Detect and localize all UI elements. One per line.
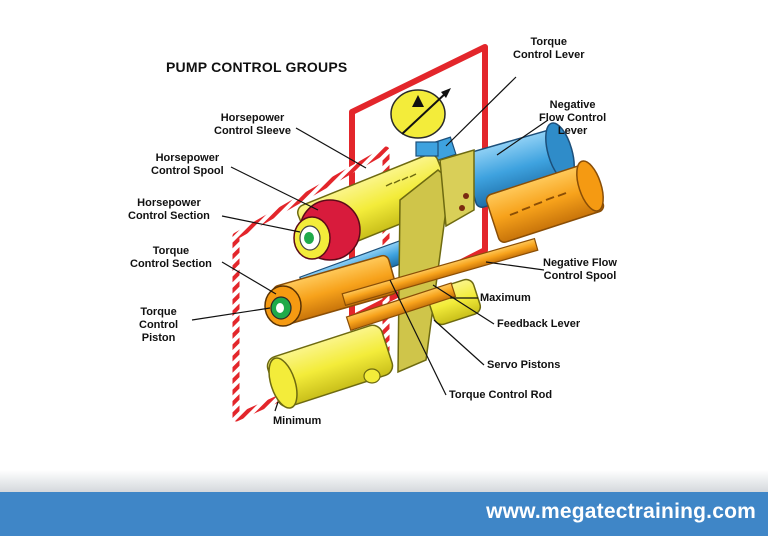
- label-torque-control-lever: Torque Control Lever: [513, 36, 585, 61]
- footer-fade: [0, 470, 768, 492]
- label-maximum: Maximum: [480, 292, 531, 304]
- leader-lines: [191, 76, 549, 412]
- negative-flow-spool-body: [485, 160, 605, 243]
- label-servo-pistons: Servo Pistons: [487, 359, 561, 371]
- footer-bar: www.megatectraining.com: [0, 492, 768, 536]
- torque-control-section: [264, 254, 398, 327]
- torque-control-rod: [341, 237, 539, 307]
- orange-lower-rod: [345, 282, 457, 332]
- label-horsepower-control-sleeve: Horsepower Control Sleeve: [214, 112, 292, 137]
- label-negative-flow-control-lever: Negative Flow Control Lever: [539, 99, 607, 137]
- label-feedback-lever: Feedback Lever: [497, 318, 581, 330]
- label-minimum: Minimum: [273, 415, 322, 427]
- label-torque-control-rod: Torque Control Rod: [449, 389, 553, 401]
- label-torque-control-section: Torque Control Section: [130, 245, 212, 270]
- footer-website-link[interactable]: www.megatectraining.com: [486, 500, 756, 523]
- label-negative-flow-control-spool: Negative Flow Control Spool: [543, 257, 617, 282]
- label-horsepower-control-spool: Horsepower Control Spool: [151, 152, 224, 177]
- horsepower-control-section: [293, 199, 361, 261]
- diagram-canvas: PUMP CONTROL GROUPS Torque Control Lever…: [128, 36, 617, 427]
- pump-control-illustration: [191, 44, 605, 422]
- label-torque-control-piston: Torque Control Piston: [139, 306, 179, 344]
- swash-angle-indicator: [390, 88, 451, 139]
- servo-piston-minimum: [266, 324, 394, 409]
- diagram-title: PUMP CONTROL GROUPS: [166, 59, 348, 75]
- label-horsepower-control-section: Horsepower Control Section: [128, 197, 210, 222]
